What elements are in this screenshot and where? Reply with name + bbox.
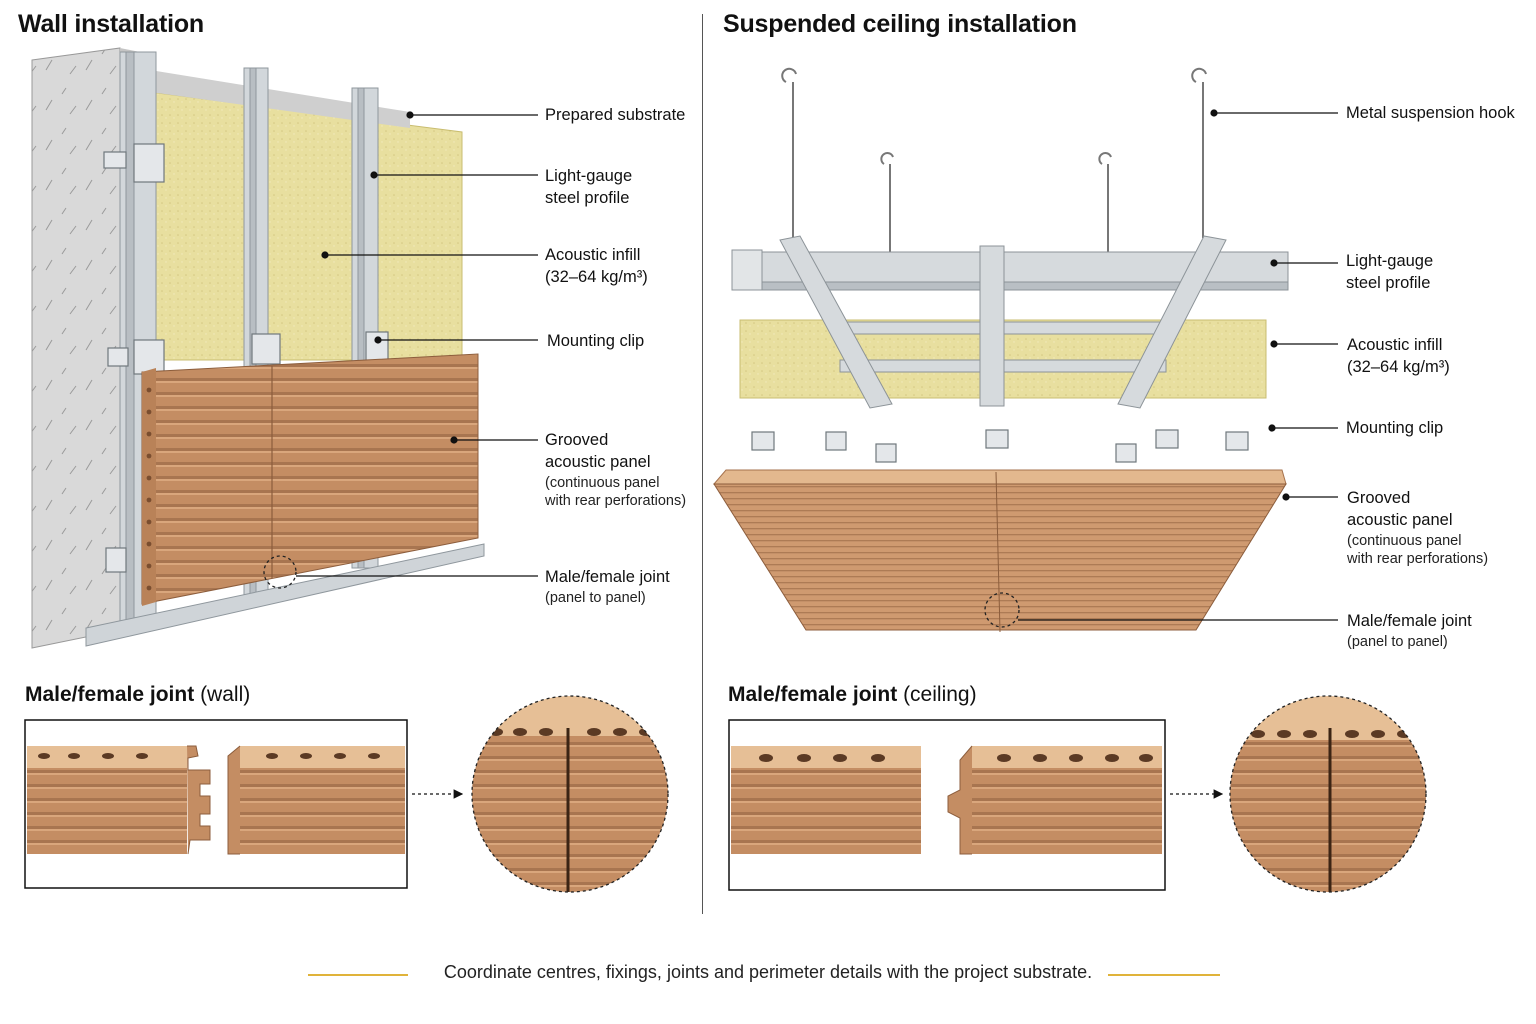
ceiling-label-profile-line1: Light-gauge: [1346, 252, 1434, 270]
wall-grooved-panel: [141, 353, 479, 606]
wall-label-panel-line1: Grooved: [545, 431, 609, 449]
wall-label-profile-line1: Light-gauge: [545, 167, 633, 185]
ceiling-label-infill: Acoustic infill (32–64 kg/m³): [1347, 334, 1450, 378]
wall-section-title: Wall installation: [18, 10, 204, 38]
wall-label-substrate: Prepared substrate: [545, 106, 686, 124]
footer-rule-right: [1108, 974, 1220, 976]
wall-detail-panel-right: [227, 745, 405, 855]
ceiling-label-joint-note: (panel to panel): [1347, 634, 1448, 650]
wall-label-joint-note: (panel to panel): [545, 590, 646, 606]
wall-insulation: [149, 91, 463, 361]
wall-label-panel-note1: (continuous panel: [545, 475, 660, 491]
ceiling-label-joint: Male/female joint (panel to panel): [1347, 610, 1472, 652]
wall-label-panel-line2: acoustic panel: [545, 453, 651, 471]
wall-mounting-clips: [103, 143, 389, 573]
wall-detail-title: Male/female joint (wall): [25, 683, 250, 707]
wall-detail-title-main: Male/female joint: [25, 683, 195, 706]
ceiling-detail-panel-left: [731, 746, 921, 854]
wall-label-panel: Grooved acoustic panel (continuous panel…: [545, 429, 686, 511]
wall-detail-panel-left: [27, 745, 211, 855]
ceiling-section-title: Suspended ceiling installation: [723, 10, 1077, 38]
ceiling-label-joint-text: Male/female joint: [1347, 612, 1472, 630]
footer-note: Coordinate centres, fixings, joints and …: [443, 962, 1093, 982]
ceiling-suspension-hooks: [781, 67, 1207, 260]
footer-rule-left: [308, 974, 408, 976]
wall-label-clip: Mounting clip: [547, 332, 645, 350]
ceiling-label-panel-note2: with rear perforations): [1347, 551, 1489, 567]
ceiling-label-panel-note1: (continuous panel: [1347, 533, 1462, 549]
ceiling-label-panel: Grooved acoustic panel (continuous panel…: [1347, 487, 1488, 569]
wall-label-panel-note2: with rear perforations): [545, 493, 687, 509]
ceiling-label-infill-line1: Acoustic infill: [1347, 336, 1443, 354]
ceiling-label-profile-line2: steel profile: [1346, 274, 1431, 292]
wall-detail-title-context: (wall): [200, 683, 251, 706]
ceiling-assembly: [712, 67, 1338, 633]
wall-label-infill-line2: (32–64 kg/m³): [545, 268, 648, 286]
ceiling-mounting-clips: [751, 429, 1249, 463]
wall-label-infill-line1: Acoustic infill: [545, 246, 641, 264]
ceiling-label-profile: Light-gauge steel profile: [1346, 250, 1433, 294]
ceiling-grooved-panel: [712, 469, 1287, 633]
wall-joint-marker: [263, 555, 297, 589]
section-divider: [702, 14, 703, 914]
ceiling-detail-title: Male/female joint (ceiling): [728, 683, 977, 707]
ceiling-label-panel-line1: Grooved: [1347, 489, 1411, 507]
ceiling-joint-marker: [984, 592, 1020, 628]
wall-label-joint-text: Male/female joint: [545, 568, 670, 586]
wall-detail-zoom: [471, 695, 669, 893]
wall-label-profile: Light-gauge steel profile: [545, 165, 632, 209]
ceiling-detail-title-main: Male/female joint: [728, 683, 898, 706]
wall-label-joint: Male/female joint (panel to panel): [545, 566, 670, 608]
ceiling-label-panel-line2: acoustic panel: [1347, 511, 1453, 529]
ceiling-leader-lines: [1018, 109, 1338, 621]
ceiling-joint-detail: [728, 695, 1427, 893]
wall-label-infill: Acoustic infill (32–64 kg/m³): [545, 244, 648, 288]
ceiling-detail-panel-right: [947, 745, 1162, 855]
ceiling-label-infill-line2: (32–64 kg/m³): [1347, 358, 1450, 376]
wall-leader-lines: [296, 111, 538, 577]
wall-joint-detail: [24, 695, 669, 893]
ceiling-label-hook: Metal suspension hook: [1346, 104, 1515, 122]
ceiling-detail-zoom: [1229, 695, 1427, 893]
ceiling-steel-profiles: [731, 235, 1289, 409]
ceiling-detail-title-context: (ceiling): [903, 683, 977, 706]
wall-label-profile-line2: steel profile: [545, 189, 630, 207]
wall-assembly: [31, 47, 538, 649]
ceiling-label-clip: Mounting clip: [1346, 419, 1444, 437]
